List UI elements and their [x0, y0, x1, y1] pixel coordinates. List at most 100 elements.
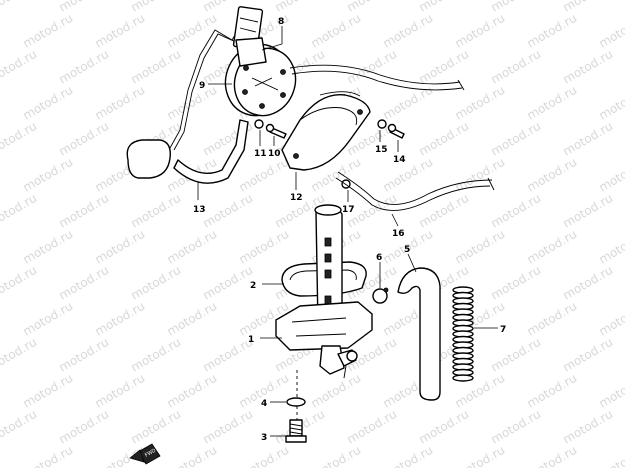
watermark-text: motod.ru — [201, 191, 256, 231]
watermark-text: motod.ru — [21, 443, 76, 468]
fuel-tube-lower — [335, 177, 491, 211]
watermark-text: motod.ru — [57, 407, 112, 447]
watermark-text: motod.ru — [21, 299, 76, 339]
watermark-text: motod.ru — [453, 83, 508, 123]
fuel-cock — [275, 204, 373, 379]
watermark-text: motod.ru — [525, 443, 580, 468]
watermark-text: motod.ru — [561, 335, 616, 375]
fuel-tube-upper — [289, 64, 461, 85]
washer-11 — [254, 119, 264, 129]
callout-11: 11 — [254, 149, 267, 159]
watermark-text: motod.ru — [597, 155, 625, 195]
watermark-text: motod.ru — [93, 227, 148, 267]
watermark-text: motod.ru — [417, 407, 472, 447]
watermark-text: motod.ru — [381, 155, 436, 195]
watermark-text: motod.ru — [237, 227, 292, 267]
watermark-text: motod.ru — [597, 371, 625, 411]
watermark-text: motod.ru — [489, 47, 544, 87]
watermark-text: motod.ru — [489, 407, 544, 447]
watermark-text: motod.ru — [0, 47, 39, 87]
watermark-text: motod.ru — [21, 11, 76, 51]
hose-5 — [397, 267, 441, 401]
watermark-text: motod.ru — [129, 407, 184, 447]
watermark-text: motod.ru — [525, 83, 580, 123]
watermark-text: motod.ru — [345, 407, 400, 447]
callout-7: 7 — [500, 325, 506, 335]
watermark-text: motod.ru — [525, 299, 580, 339]
watermark-text: motod.ru — [57, 47, 112, 87]
watermark-text: motod.ru — [489, 119, 544, 159]
watermark-text: motod.ru — [129, 47, 184, 87]
screw-10 — [265, 123, 287, 139]
watermark-text: motod.ru — [201, 263, 256, 303]
watermark-text: motod.ru — [309, 11, 364, 51]
watermark-text: motod.ru — [21, 227, 76, 267]
watermark-text: motod.ru — [165, 371, 220, 411]
watermark-text: motod.ru — [57, 263, 112, 303]
watermark-text: motod.ru — [417, 191, 472, 231]
callouts: 8 9 10 11 12 13 14 15 16 17 2 1 6 5 7 4 … — [193, 17, 506, 443]
callout-10: 10 — [268, 149, 281, 159]
watermark-text: motod.ru — [0, 119, 39, 159]
callout-8: 8 — [278, 17, 284, 27]
watermark-text: motod.ru — [0, 407, 39, 447]
watermark-text: motod.ru — [561, 407, 616, 447]
watermark-text: motod.ru — [381, 11, 436, 51]
watermark-text: motod.ru — [597, 83, 625, 123]
watermark-text: motod.ru — [0, 335, 39, 375]
watermark-text: motod.ru — [597, 443, 625, 468]
watermark-text: motod.ru — [597, 11, 625, 51]
fwd-label: FWD — [144, 448, 157, 459]
watermark-text: motod.ru — [0, 191, 39, 231]
watermark-text: motod.ru — [165, 443, 220, 468]
watermark-text: motod.ru — [525, 11, 580, 51]
watermark-text: motod.ru — [93, 371, 148, 411]
spring-7 — [452, 286, 474, 382]
watermark-text: motod.ru — [201, 407, 256, 447]
watermark-text: motod.ru — [237, 443, 292, 468]
watermark-text: motod.ru — [597, 299, 625, 339]
spring-coil — [452, 374, 474, 382]
watermark-text: motod.ru — [129, 263, 184, 303]
callout-2: 2 — [250, 281, 256, 291]
watermark-text: motod.ru — [561, 47, 616, 87]
watermark-text: motod.ru — [129, 335, 184, 375]
watermark-text: motod.ru — [165, 83, 220, 123]
watermark-text: motod.ru — [129, 191, 184, 231]
watermark-text: motod.ru — [453, 443, 508, 468]
watermark-text: motod.ru — [165, 299, 220, 339]
callout-17: 17 — [342, 205, 355, 215]
callout-13: 13 — [193, 205, 206, 215]
callout-9: 9 — [199, 81, 205, 91]
watermark-text: motod.ru — [381, 83, 436, 123]
leader-lines — [197, 26, 498, 437]
callout-16: 16 — [392, 229, 405, 239]
watermark-text: motod.ru — [489, 263, 544, 303]
rubber-cushion — [126, 139, 171, 179]
watermark-text: motod.ru — [57, 191, 112, 231]
washer-15 — [377, 119, 387, 129]
watermark-text: motod.ru — [489, 335, 544, 375]
watermark-text: motod.ru — [417, 119, 472, 159]
watermark-text: motod.ru — [93, 299, 148, 339]
callout-15: 15 — [375, 145, 388, 155]
watermark-text: motod.ru — [57, 335, 112, 375]
callout-3: 3 — [261, 433, 267, 443]
watermark-text: motod.ru — [561, 263, 616, 303]
watermark-text: motod.ru — [525, 227, 580, 267]
watermark-text: motod.ru — [453, 155, 508, 195]
watermark-text: motod.ru — [597, 227, 625, 267]
watermark-text: motod.ru — [489, 191, 544, 231]
callout-12: 12 — [290, 193, 303, 203]
watermark-text: motod.ru — [93, 83, 148, 123]
watermark-text: motod.ru — [93, 11, 148, 51]
washer-4 — [286, 397, 306, 407]
screw-14 — [387, 123, 405, 139]
callout-14: 14 — [393, 155, 406, 165]
watermark-text: motod.ru — [561, 119, 616, 159]
watermark-text: motod.ru — [453, 11, 508, 51]
watermark-text: motod.ru — [0, 0, 39, 15]
watermark-text: motod.ru — [21, 83, 76, 123]
watermark-text: motod.ru — [21, 371, 76, 411]
